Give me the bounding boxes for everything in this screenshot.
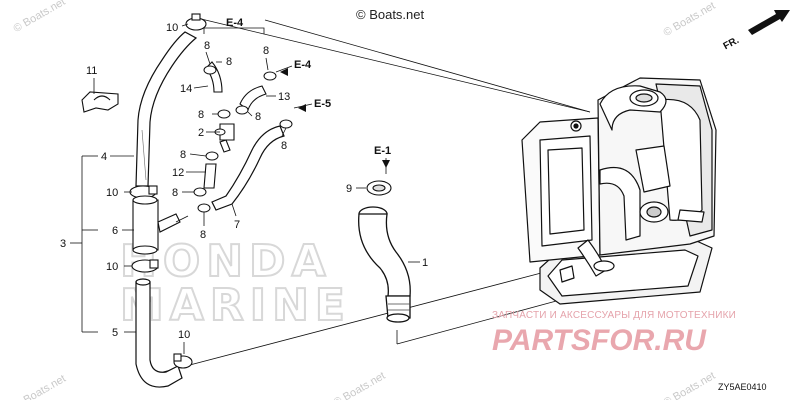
callout-8: 8 bbox=[226, 56, 232, 68]
clip-11 bbox=[81, 91, 119, 113]
arrow-icon bbox=[298, 104, 306, 112]
callout-12: 12 bbox=[172, 167, 184, 179]
sponsor-overlay: ЗАПЧАСТИ И АКСЕССУАРЫ ДЛЯ МОТОТЕХНИКИ PA… bbox=[492, 310, 736, 357]
hose-12 bbox=[203, 163, 217, 189]
callout-9: 9 bbox=[346, 183, 352, 195]
hose-1 bbox=[358, 206, 411, 323]
callout-4: 4 bbox=[101, 151, 107, 163]
callout-13: 13 bbox=[278, 91, 290, 103]
clamp-10-top bbox=[185, 13, 207, 31]
connector-2 bbox=[219, 123, 235, 153]
callout-labels: 3 4 10 6 10 5 11 10 10 8 8 8 8 8 8 8 8 8… bbox=[60, 22, 428, 341]
callout-10: 10 bbox=[178, 329, 190, 341]
hose-13 bbox=[239, 85, 267, 111]
callout-1: 1 bbox=[422, 257, 428, 269]
callout-3: 3 bbox=[60, 238, 66, 250]
callout-8: 8 bbox=[172, 187, 178, 199]
callout-10: 10 bbox=[106, 261, 118, 273]
watermark: © Boats.net bbox=[332, 370, 388, 400]
watermark: © Boats.net bbox=[12, 0, 68, 35]
callout-14: 14 bbox=[180, 83, 192, 95]
small-clamps-8 bbox=[193, 65, 293, 213]
hose-4 bbox=[135, 31, 198, 187]
direction-marker: FR. bbox=[722, 10, 790, 52]
callout-11: 11 bbox=[86, 65, 97, 77]
callout-6: 6 bbox=[112, 225, 118, 237]
reference-e5: E-5 bbox=[314, 98, 331, 110]
section-references: E-4 E-4 E-5 E-1 bbox=[226, 17, 391, 168]
callout-8: 8 bbox=[204, 40, 210, 52]
callout-10: 10 bbox=[106, 187, 118, 199]
sponsor-tagline: ЗАПЧАСТИ И АКСЕССУАРЫ ДЛЯ МОТОТЕХНИКИ bbox=[492, 310, 736, 321]
arrow-icon bbox=[748, 10, 790, 35]
leader-lines bbox=[70, 23, 420, 354]
engine-powerhead bbox=[521, 77, 717, 305]
callout-8: 8 bbox=[200, 229, 206, 241]
callout-8: 8 bbox=[255, 111, 261, 123]
callout-2: 2 bbox=[198, 127, 204, 139]
guide-lines bbox=[162, 17, 591, 373]
arrow-icon bbox=[280, 68, 288, 76]
callout-8: 8 bbox=[198, 109, 204, 121]
arrow-icon bbox=[382, 160, 390, 168]
joint-6 bbox=[132, 195, 181, 255]
reference-e4: E-4 bbox=[294, 59, 312, 71]
callout-10: 10 bbox=[166, 22, 178, 34]
callout-8: 8 bbox=[263, 45, 269, 57]
reference-e4: E-4 bbox=[226, 17, 244, 29]
direction-label: FR. bbox=[722, 35, 742, 52]
diagram-code: ZY5AE0410 bbox=[718, 382, 767, 392]
clamp-10-bottom bbox=[173, 353, 193, 369]
reference-e1: E-1 bbox=[374, 145, 391, 157]
sponsor-brand: PARTSFOR.RU bbox=[492, 324, 707, 357]
honda-logo-line2: MARINE bbox=[120, 280, 351, 331]
callout-7: 7 bbox=[234, 219, 240, 231]
clamp-9 bbox=[366, 180, 392, 196]
clamp-10-lower bbox=[131, 259, 159, 273]
copyright-text: © Boats.net bbox=[356, 7, 425, 22]
callout-8: 8 bbox=[180, 149, 186, 161]
watermark: © Boats.net bbox=[662, 370, 718, 400]
hose-7 bbox=[211, 125, 285, 211]
callout-8: 8 bbox=[281, 140, 287, 152]
watermark: © Boats.net bbox=[12, 373, 68, 400]
watermark: © Boats.net bbox=[662, 0, 718, 39]
callout-5: 5 bbox=[112, 327, 118, 339]
